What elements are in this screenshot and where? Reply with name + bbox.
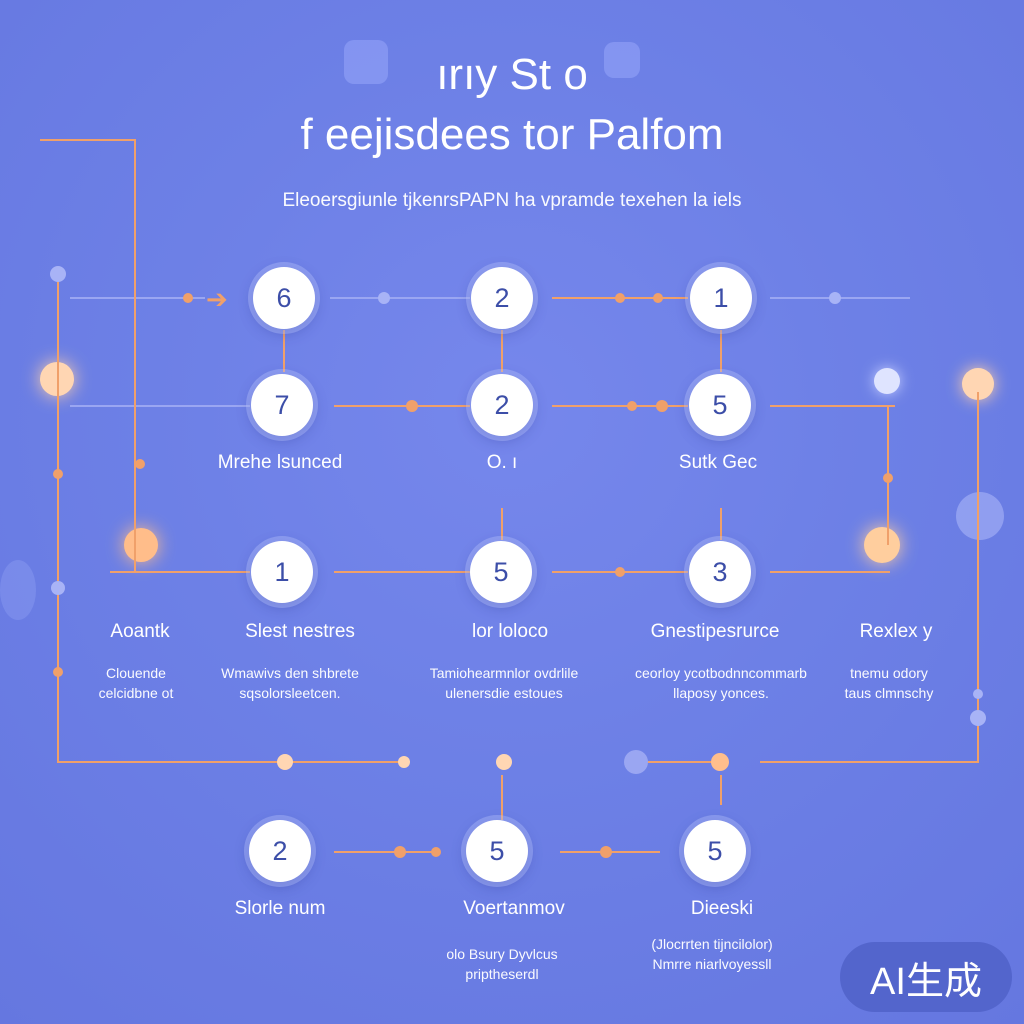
title-line-2: f eejisdees tor Palfom xyxy=(300,110,724,159)
step-label: O. ı xyxy=(486,452,518,473)
step-label: Rexlex y xyxy=(859,621,933,642)
step-description: (Jlocrrten tijncilolor) Nmrre niarlvoyes… xyxy=(651,936,773,972)
ai-generated-badge: AI生成 xyxy=(840,942,1012,1012)
step-description: ceorloy ycotbodnncommarb llaposy yonces. xyxy=(635,665,807,701)
glow-blob xyxy=(0,560,36,620)
step-description: Wmawivs den shbrete sqsolorsleetcen. xyxy=(221,665,359,701)
glow-blob xyxy=(956,492,1004,540)
step-node: 5 xyxy=(689,374,751,436)
step-node: 5 xyxy=(466,820,528,882)
step-node: 3 xyxy=(689,541,751,603)
step-node: 2 xyxy=(471,267,533,329)
step-label: Slorle num xyxy=(234,898,326,919)
step-label: Mrehe lsunced xyxy=(217,452,343,473)
step-label: Aoantk xyxy=(110,621,170,642)
glow-blob xyxy=(124,528,158,562)
subtitle: Eleoersgiunle tjkenrsPAPN ha vpramde tex… xyxy=(282,190,742,211)
flow-arrow-icon: ➔ xyxy=(206,284,228,314)
title-decoration xyxy=(344,40,388,84)
step-node: 2 xyxy=(471,374,533,436)
step-label: lor loloco xyxy=(471,621,549,642)
step-node: 5 xyxy=(470,541,532,603)
step-node: 6 xyxy=(253,267,315,329)
title-decoration xyxy=(604,42,640,78)
step-description: Clouende celcidbne ot xyxy=(98,665,174,701)
step-node: 2 xyxy=(249,820,311,882)
step-description: Tamiohearmnlor ovdrlile ulenersdie estou… xyxy=(429,665,579,701)
step-label: Gnestipesrurce xyxy=(650,621,780,642)
step-description: olo Bsury Dyvlcus priptheserdl xyxy=(446,946,558,982)
step-label: Dieeski xyxy=(690,898,754,919)
step-label: Voertanmov xyxy=(463,898,565,919)
step-node: 1 xyxy=(251,541,313,603)
step-node: 1 xyxy=(690,267,752,329)
step-node: 7 xyxy=(251,374,313,436)
title-line-1: ırıy St o xyxy=(436,50,588,99)
step-label: Slest nestres xyxy=(245,621,355,642)
step-node: 5 xyxy=(684,820,746,882)
step-label: Sutk Gec xyxy=(678,452,758,473)
step-description: tnemu odory taus clmnschy xyxy=(844,665,934,701)
glow-blob xyxy=(864,527,900,563)
glow-blob xyxy=(874,368,900,394)
